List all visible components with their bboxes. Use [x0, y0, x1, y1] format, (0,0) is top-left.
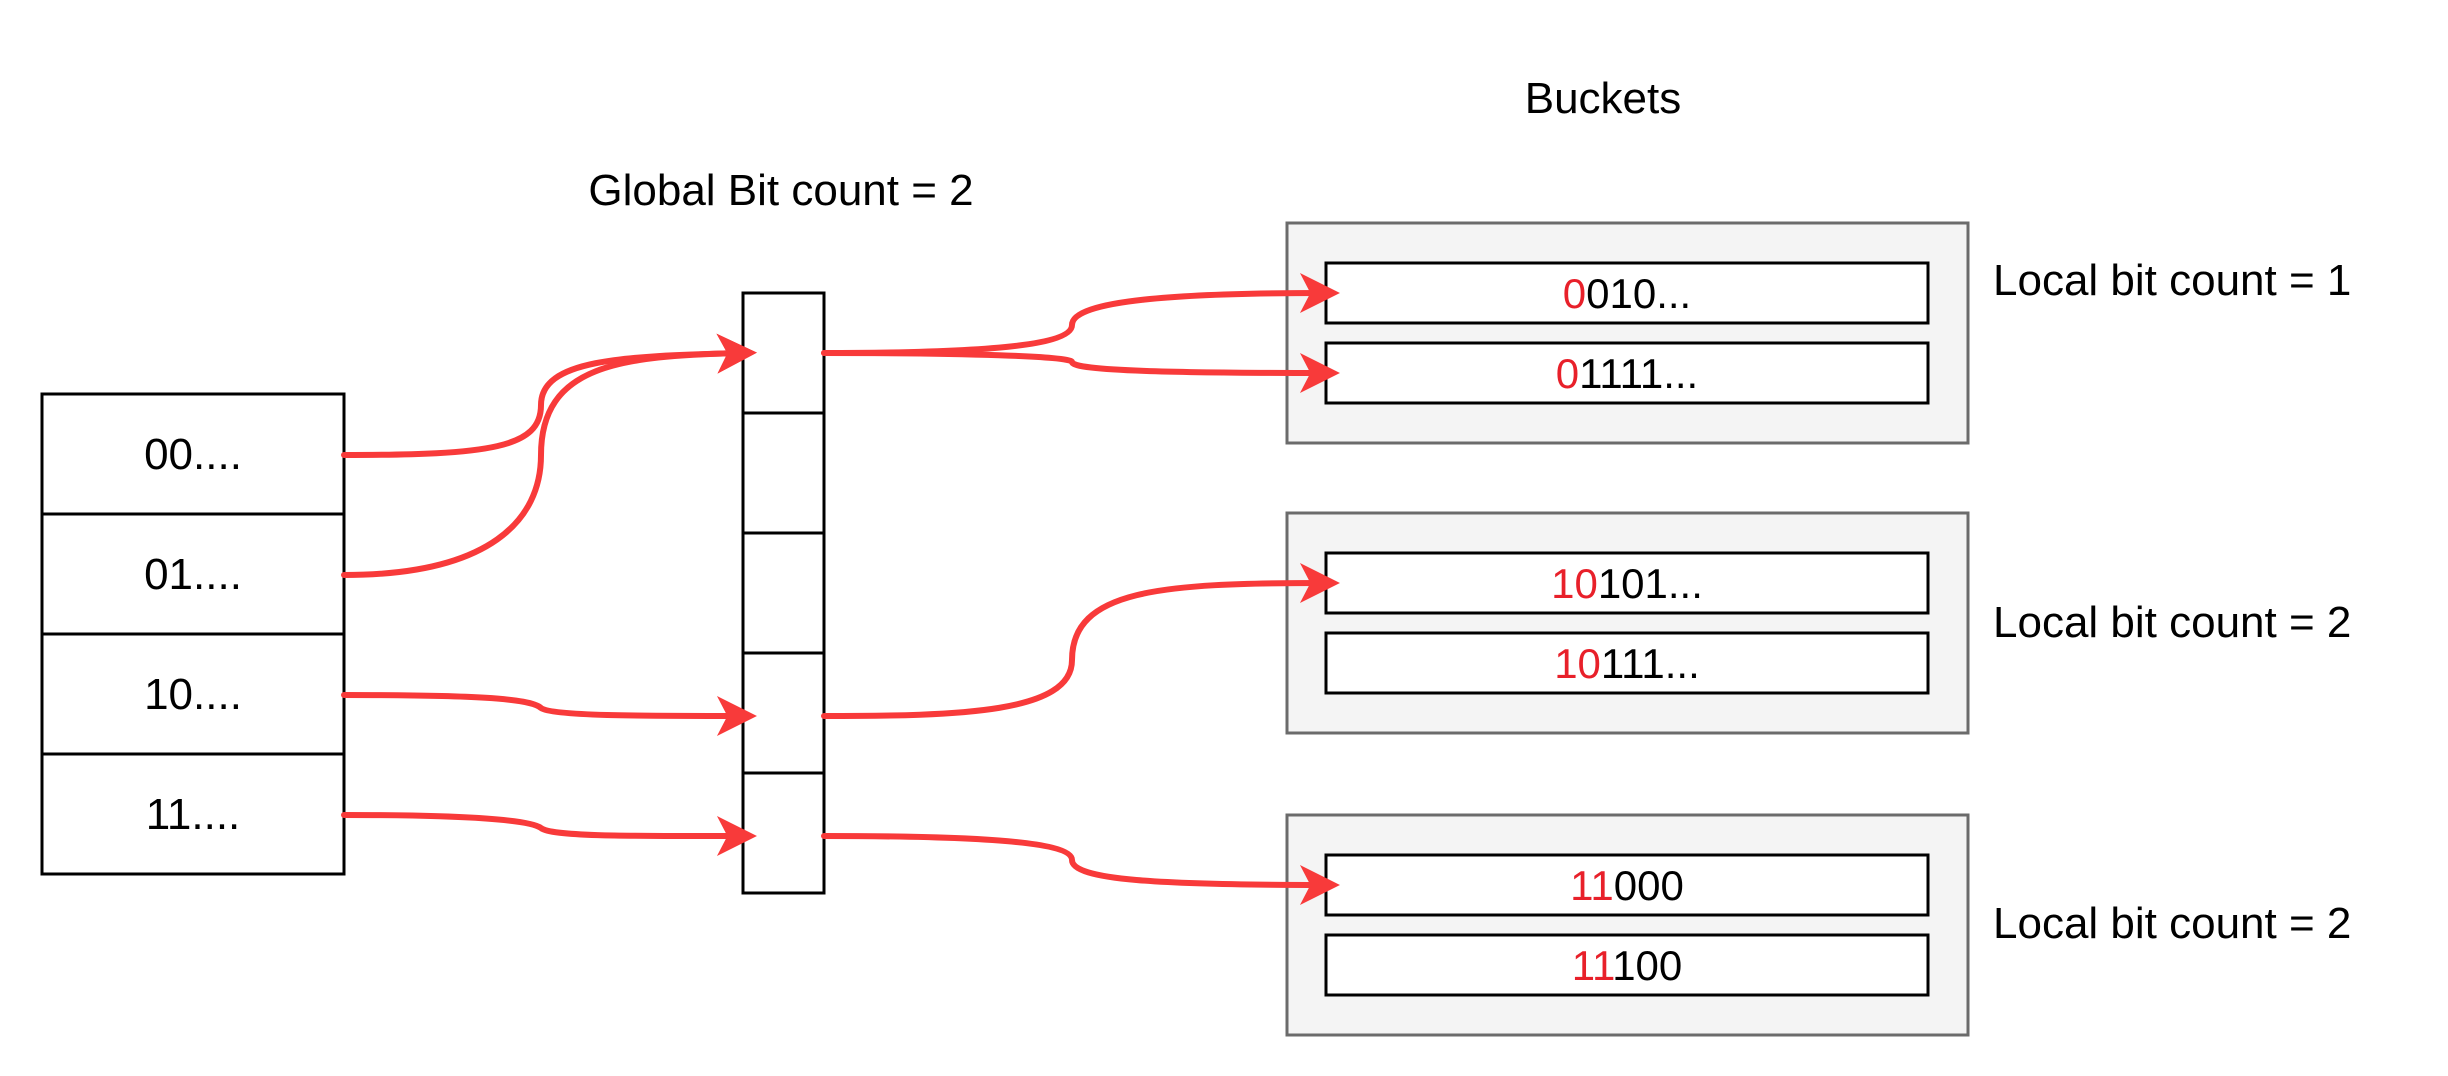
local-bit-count-label: Local bit count = 2: [1993, 899, 2351, 948]
bucket-entry: 11000: [1570, 862, 1684, 909]
directory-slot: [741, 531, 826, 655]
key-row-label: 00....: [144, 430, 242, 479]
key-to-directory-arrows: [341, 333, 757, 857]
entry-rest: 100: [1612, 942, 1682, 989]
bucket: 10101... 10111... Local bit count = 2: [1285, 511, 2351, 735]
arrow-slot-3-to-10101: [821, 563, 1340, 719]
directory-slot: [741, 411, 826, 535]
bucket: 0010... 01111... Local bit count = 1: [1285, 221, 2351, 445]
entry-prefix: 0: [1563, 270, 1586, 317]
entry-rest: 101...: [1598, 560, 1703, 607]
bucket-entry: 11100: [1572, 942, 1683, 989]
entry-prefix: 10: [1554, 640, 1601, 687]
entry-prefix: 0: [1556, 350, 1579, 397]
bucket-entry: 01111...: [1556, 350, 1698, 397]
directory-slot: [741, 771, 826, 895]
key-row-label: 11....: [146, 790, 241, 839]
bucket-entry: 10111...: [1554, 640, 1700, 687]
arrow-slot-0-to-0010: [821, 273, 1340, 356]
arrow-11-to-slot-4: [341, 812, 757, 857]
key-table: 00.... 01.... 10.... 11....: [40, 392, 346, 876]
arrow-10-to-slot-3: [341, 692, 757, 736]
entry-rest: 1111...: [1579, 350, 1698, 397]
entry-rest: 111...: [1601, 640, 1700, 687]
key-row: 11....: [40, 752, 346, 876]
local-bit-count-label: Local bit count = 1: [1993, 256, 2351, 305]
bucket-entry-box: [1324, 261, 1930, 325]
key-row: 10....: [40, 632, 346, 756]
entry-rest: 010...: [1586, 270, 1691, 317]
directory-to-bucket-arrows: [821, 273, 1340, 905]
directory-slot: [741, 651, 826, 775]
bucket-entry-box: [1324, 933, 1930, 997]
key-row-label: 10....: [144, 670, 242, 719]
bucket-entry: 10101...: [1551, 560, 1703, 607]
arrow-slot-0-to-01111: [821, 350, 1340, 393]
bucket-entry: 0010...: [1563, 270, 1691, 317]
directory-slot: [741, 291, 826, 415]
arrow-01-to-slot-0: [341, 333, 757, 578]
bucket-container: [1285, 221, 1970, 445]
entry-prefix: 10: [1551, 560, 1598, 607]
bucket-entry-box: [1324, 551, 1930, 615]
local-bit-count-label: Local bit count = 2: [1993, 598, 2351, 647]
bucket-entry-box: [1324, 631, 1930, 695]
bucket-container: [1285, 511, 1970, 735]
global-bit-count-label: Global Bit count = 2: [588, 166, 973, 215]
key-row: 01....: [40, 512, 346, 636]
entry-rest: 000: [1614, 862, 1684, 909]
entry-prefix: 11: [1570, 862, 1614, 909]
entry-prefix: 11: [1572, 942, 1614, 989]
bucket-container: [1285, 813, 1970, 1037]
buckets-title: Buckets: [1525, 74, 1682, 123]
arrow-slot-4-to-11000: [821, 833, 1340, 905]
directory-column: [741, 291, 826, 895]
bucket: 11000 11100 Local bit count = 2: [1285, 813, 2351, 1037]
key-row: 00....: [40, 392, 346, 516]
key-row-label: 01....: [144, 550, 242, 599]
